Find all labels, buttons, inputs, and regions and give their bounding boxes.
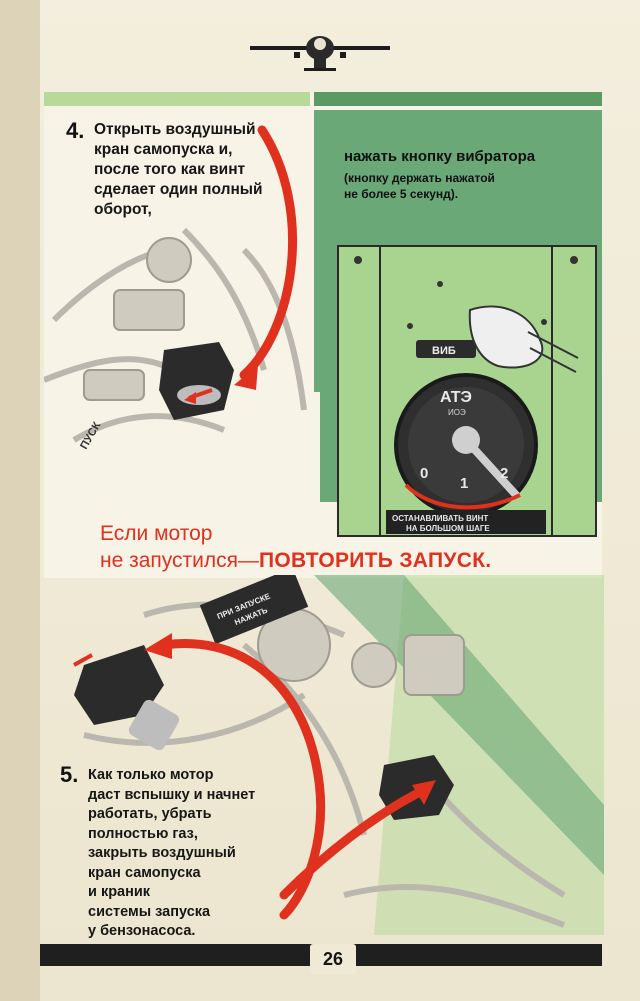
step-4-number: 4. <box>66 118 85 143</box>
vibrator-instruction-title: нажать кнопку вибратора <box>344 148 536 165</box>
step-5-line: у бензонасоса. <box>88 923 196 939</box>
retry-line-2: не запустился—ПОВТОРИТЬ ЗАПУСК. <box>100 547 580 574</box>
step-5-line: системы запуска <box>88 903 211 920</box>
step-5-line: даст вспышку и начнет <box>88 786 256 803</box>
step-4-line: Открыть воздушный <box>94 121 256 138</box>
vibrator-note-line: (кнопку держать нажатой <box>344 171 495 185</box>
device-plate-line: НА БОЛЬШОМ ШАГЕ <box>406 524 490 533</box>
retry-warning: Если мотор не запустился—ПОВТОРИТЬ ЗАПУС… <box>100 520 580 574</box>
page-number: 26 <box>310 944 356 974</box>
green-strip-left <box>44 92 310 106</box>
step-4-line: после того как винт <box>94 161 246 178</box>
torn-page-edge <box>0 0 40 1001</box>
dial-mark: 2 <box>500 465 508 482</box>
step-5-instruction: Как только мотор даст вспышку и начнет р… <box>88 766 278 942</box>
airplane-emblem-icon <box>250 36 390 71</box>
step-4-line: кран самопуска и, <box>94 141 233 158</box>
step-5-line: и краник <box>88 884 151 900</box>
air-valve-illustration: ПУСК <box>44 125 307 452</box>
step-5-number: 5. <box>60 762 79 787</box>
device-brand-label: АТЭ <box>440 389 472 406</box>
step-4-line: оборот, <box>94 201 152 218</box>
green-strip-right <box>314 92 602 106</box>
device-subbrand-label: ИОЭ <box>448 408 466 417</box>
vibrator-note-line: не более 5 секунд). <box>344 187 459 201</box>
step-5-line: закрыть воздушный <box>88 845 236 861</box>
retry-condition: не запустился <box>100 549 239 572</box>
retry-dash: — <box>238 549 260 572</box>
dial-mark: 1 <box>460 475 468 492</box>
retry-line-1: Если мотор <box>100 522 213 545</box>
vibrator-device-illustration: ВИБ АТЭ ИОЭ 0 1 2 ОСТАНАВЛИВАТЬ ВИНТ НА … <box>337 245 597 537</box>
vibrator-instruction-note: (кнопку держать нажатой не более 5 секун… <box>344 170 594 202</box>
dial-mark: 0 <box>420 465 428 482</box>
vibrator-button-label: ВИБ <box>432 345 456 357</box>
step-5-line: кран самопуска <box>88 864 201 881</box>
step-4-line: сделает один полный <box>94 181 263 198</box>
step-5-line: полностью газ, <box>88 825 198 842</box>
step-5-line: Как только мотор <box>88 767 214 783</box>
step-5-line: работать, убрать <box>88 806 212 822</box>
step-4-instruction: Открыть воздушный кран самопуска и, посл… <box>94 120 284 220</box>
retry-action: ПОВТОРИТЬ ЗАПУСК. <box>259 549 492 572</box>
device-plate-line: ОСТАНАВЛИВАТЬ ВИНТ <box>392 514 488 523</box>
fuel-system-illustration: ПРИ ЗАПУСКЕ НАЖАТЬ <box>73 575 604 935</box>
